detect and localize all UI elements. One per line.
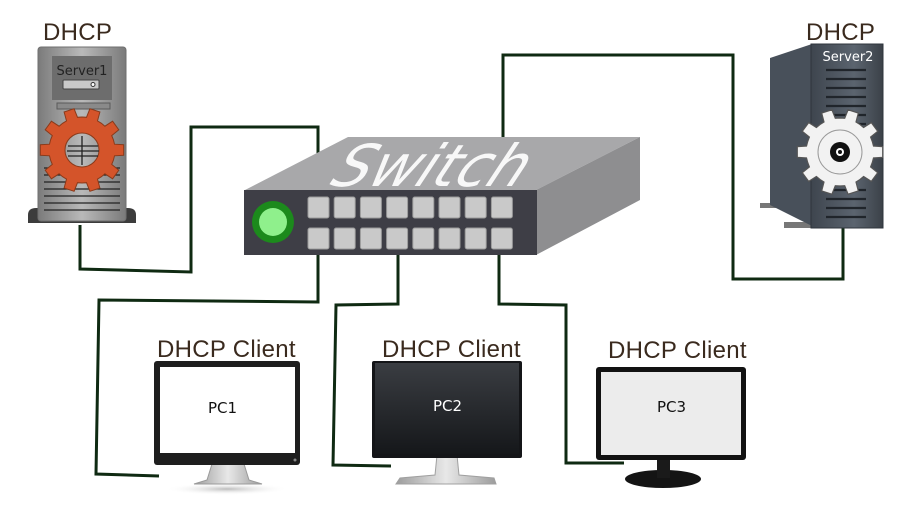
switch-port-bottom-2 (333, 227, 356, 250)
cable-server2-switch (501, 53, 845, 281)
switch-port-top-7 (464, 196, 487, 219)
pc1-stand (193, 463, 263, 485)
pc2-monitor (372, 361, 522, 485)
server1-tower: Server1 (28, 46, 136, 223)
server1-power-button (90, 82, 96, 87)
pc1-role-label: DHCP Client (157, 336, 296, 363)
server2-foot-right (784, 222, 814, 228)
server1-name: Server1 (57, 64, 108, 79)
server2-side (770, 44, 812, 226)
server2-gear-hub-dot (838, 150, 842, 154)
cables (78, 53, 845, 478)
cable-pc3-switch (497, 250, 624, 465)
pc3-role-label: DHCP Client (608, 337, 747, 364)
pc3-monitor (596, 367, 746, 488)
switch-label: Switch (322, 133, 545, 200)
pc1-power-led (293, 458, 297, 462)
cable-pc1-switch (94, 250, 320, 478)
network-switch: Switch (244, 133, 640, 255)
cable-server1-switch (78, 125, 320, 274)
switch-port-bottom-1 (307, 227, 330, 250)
switch-power-led (259, 208, 287, 236)
switch-port-bottom-4 (386, 227, 409, 250)
pc3-neck (657, 456, 670, 478)
switch-port-top-2 (333, 196, 356, 219)
server1-drive-bay (56, 102, 111, 110)
server2-role-label: DHCP (806, 19, 876, 46)
switch-port-bottom-8 (490, 227, 513, 250)
server2-name: Server2 (823, 50, 874, 65)
server1-gear-icon (39, 108, 125, 192)
server1-front-panel (52, 56, 112, 100)
pc2-name: PC2 (433, 397, 463, 415)
switch-port-bottom-3 (359, 227, 382, 250)
pc1-shadow (165, 483, 289, 495)
switch-port-top-5 (412, 196, 435, 219)
switch-port-top-3 (359, 196, 382, 219)
switch-port-top-1 (307, 196, 330, 219)
pc1-name: PC1 (208, 399, 238, 417)
pc1-screen (160, 367, 295, 453)
pc2-screen (375, 363, 519, 454)
switch-ports (307, 196, 513, 250)
server1-power-button-panel (62, 79, 100, 90)
server1-role-label: DHCP (43, 19, 113, 46)
switch-port-bottom-5 (412, 227, 435, 250)
switch-port-top-4 (386, 196, 409, 219)
server2-tower: Server2 (760, 43, 884, 229)
switch-port-top-6 (438, 196, 461, 219)
pc2-stand (395, 454, 497, 485)
server1-gear-window (67, 136, 99, 165)
switch-port-bottom-6 (438, 227, 461, 250)
cable-pc2-switch (331, 250, 400, 468)
pc3-name: PC3 (657, 398, 687, 416)
pc3-screen (601, 372, 741, 455)
switch-top-face (245, 137, 640, 190)
switch-port-top-8 (490, 196, 513, 219)
pc3-base (625, 470, 701, 488)
switch-port-bottom-7 (464, 227, 487, 250)
switch-side-face (536, 137, 640, 255)
pc1-monitor (154, 361, 300, 495)
server2-gear-inner-ring (817, 129, 863, 175)
pc2-role-label: DHCP Client (382, 336, 521, 363)
